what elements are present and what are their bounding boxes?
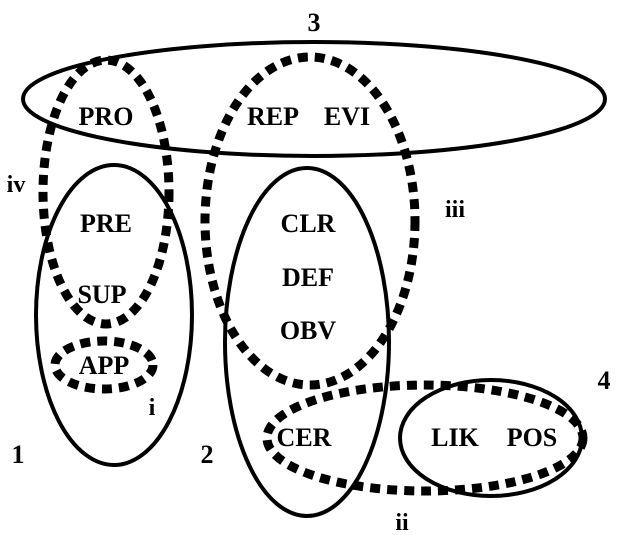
group-2-ellipse <box>223 166 391 518</box>
group-1-label: 1 <box>12 440 25 469</box>
overlap-ii-label: ii <box>395 510 409 535</box>
term-pro: PRO <box>79 102 134 131</box>
overlap-i-ellipse <box>50 336 158 394</box>
overlap-iii-label: iii <box>445 197 465 223</box>
term-def: DEF <box>282 263 334 292</box>
term-clr: CLR <box>281 209 336 238</box>
overlap-iii-ellipse <box>200 52 420 390</box>
term-lik: LIK <box>431 423 479 452</box>
term-cer: CER <box>277 423 332 452</box>
overlap-iv-ellipse <box>38 55 174 329</box>
term-obv: OBV <box>280 316 337 345</box>
term-rep: REP <box>247 102 299 131</box>
term-pos: POS <box>507 423 558 452</box>
group-3-ellipse <box>21 40 607 158</box>
group-1-ellipse <box>34 163 194 467</box>
group-3-label: 3 <box>308 8 321 37</box>
term-pre: PRE <box>80 209 132 238</box>
overlap-ii-ellipse <box>262 380 588 496</box>
overlap-iv-label: iv <box>7 172 26 198</box>
group-2-label: 2 <box>201 440 214 469</box>
term-evi: EVI <box>324 102 370 131</box>
overlap-i-label: i <box>149 395 156 421</box>
group-4-label: 4 <box>598 366 611 395</box>
term-app: APP <box>79 351 130 380</box>
term-sup: SUP <box>77 280 126 309</box>
